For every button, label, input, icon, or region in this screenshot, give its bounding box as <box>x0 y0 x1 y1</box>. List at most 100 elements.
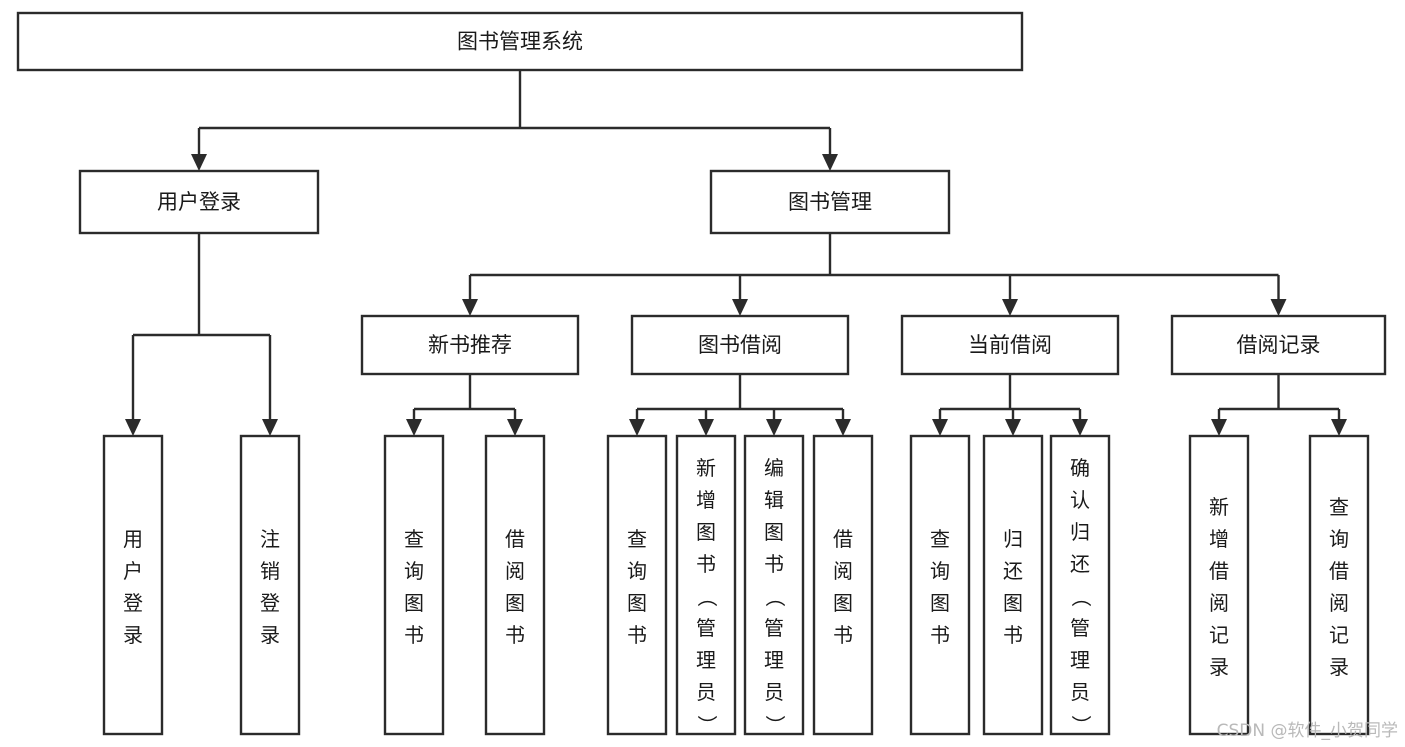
node-label-char: 记 <box>1329 623 1349 647</box>
sec1-branch-1-head <box>698 419 714 436</box>
node-label-char: 增 <box>1209 527 1229 551</box>
node-box-注销登录[interactable] <box>239 434 301 736</box>
node-box-编辑图书管理员[interactable] <box>743 434 805 736</box>
node-label-char: 户 <box>123 559 143 583</box>
node-label-char: 用 <box>123 527 143 551</box>
node-box-用户登录[interactable] <box>78 169 320 235</box>
node-label-char: 录 <box>123 623 143 647</box>
node-label-char: 阅 <box>505 559 525 583</box>
node-label-char: 借 <box>505 527 525 551</box>
root-branch-1-head <box>822 154 838 171</box>
sec2-branch-0-head <box>932 419 948 436</box>
node-label-char: 借 <box>833 527 853 551</box>
node-box-图书借阅[interactable] <box>630 314 850 376</box>
node-label-char: 书 <box>1003 623 1023 647</box>
node-box-新增借阅记录[interactable] <box>1188 434 1250 736</box>
node-label-char: 辑 <box>764 488 784 512</box>
node-box-查询图书[interactable] <box>606 434 668 736</box>
login-branch-1-head <box>262 419 278 436</box>
node-label-char: 员 <box>764 680 784 704</box>
node-label-char: 还 <box>1070 552 1090 576</box>
node-label-char: （ <box>1069 587 1093 607</box>
node-label-char: 增 <box>696 488 716 512</box>
node-box-确认归还管理员[interactable] <box>1049 434 1111 736</box>
node-当前借阅[interactable]: 当前借阅 <box>900 314 1120 376</box>
node-label-char: 新 <box>1209 495 1229 519</box>
node-label-char: 书 <box>404 623 424 647</box>
node-label-char: 阅 <box>1329 591 1349 615</box>
node-label-char: 认 <box>1070 488 1090 512</box>
node-借阅记录[interactable]: 借阅记录 <box>1170 314 1387 376</box>
node-box-图书管理系统[interactable] <box>16 11 1024 72</box>
node-label-char: 图 <box>764 520 784 544</box>
node-label-char: （ <box>695 587 719 607</box>
node-label-char: 注 <box>260 527 280 551</box>
node-box-归还图书[interactable] <box>982 434 1044 736</box>
mgmt-branch-1-head <box>732 299 748 316</box>
mgmt-branch-0-head <box>462 299 478 316</box>
node-label-char: 图 <box>404 591 424 615</box>
node-label-char: 理 <box>764 648 784 672</box>
node-label-char: 图 <box>696 520 716 544</box>
node-box-当前借阅[interactable] <box>900 314 1120 376</box>
node-box-借阅记录[interactable] <box>1170 314 1387 376</box>
node-label-新书推荐: 新书推荐 <box>428 333 512 357</box>
node-box-图书管理[interactable] <box>709 169 951 235</box>
node-label-char: 录 <box>1209 655 1229 679</box>
node-图书管理系统[interactable]: 图书管理系统 <box>16 11 1024 72</box>
node-用户登录[interactable]: 用户登录 <box>78 169 320 235</box>
node-label-char: ） <box>695 715 719 735</box>
node-box-用户登录[interactable] <box>102 434 164 736</box>
node-label-char: 登 <box>123 591 143 615</box>
node-layer: 图书管理系统用户登录用户登录注销登录图书管理新书推荐查询图书借阅图书图书借阅查询… <box>16 11 1387 736</box>
node-box-借阅图书[interactable] <box>484 434 546 736</box>
node-label-char: 书 <box>833 623 853 647</box>
node-label-char: 理 <box>1070 648 1090 672</box>
node-label-char: 管 <box>696 616 716 640</box>
node-box-查询图书[interactable] <box>383 434 445 736</box>
node-label-char: 还 <box>1003 559 1023 583</box>
node-label-char: 查 <box>627 527 647 551</box>
node-label-图书管理: 图书管理 <box>788 190 872 214</box>
node-label-图书管理系统: 图书管理系统 <box>457 30 583 54</box>
node-label-char: 归 <box>1003 527 1023 551</box>
node-用户登录[interactable]: 用户登录 <box>102 434 164 736</box>
csdn-watermark: CSDN @软件_小贺同学 <box>1217 721 1398 741</box>
node-label-char: 录 <box>1329 655 1349 679</box>
node-label-char: 查 <box>930 527 950 551</box>
node-box-新书推荐[interactable] <box>360 314 580 376</box>
sec1-branch-0-head <box>629 419 645 436</box>
node-box-新增图书管理员[interactable] <box>675 434 737 736</box>
node-box-借阅图书[interactable] <box>812 434 874 736</box>
node-新书推荐[interactable]: 新书推荐 <box>360 314 580 376</box>
node-图书管理[interactable]: 图书管理 <box>709 169 951 235</box>
node-label-char: 询 <box>404 559 424 583</box>
node-box-查询借阅记录[interactable] <box>1308 434 1370 736</box>
node-label-char: 图 <box>505 591 525 615</box>
node-label-char: 记 <box>1209 623 1229 647</box>
node-图书借阅[interactable]: 图书借阅 <box>630 314 850 376</box>
node-label-char: 登 <box>260 591 280 615</box>
sec2-branch-1-head <box>1005 419 1021 436</box>
node-label-char: ） <box>763 715 787 735</box>
node-label-char: 书 <box>627 623 647 647</box>
node-box-查询图书[interactable] <box>909 434 971 736</box>
sec3-branch-1-head <box>1331 419 1347 436</box>
node-label-char: 书 <box>930 623 950 647</box>
mgmt-branch-2-head <box>1002 299 1018 316</box>
sec2-branch-2-head <box>1072 419 1088 436</box>
node-label-当前借阅: 当前借阅 <box>968 333 1052 357</box>
